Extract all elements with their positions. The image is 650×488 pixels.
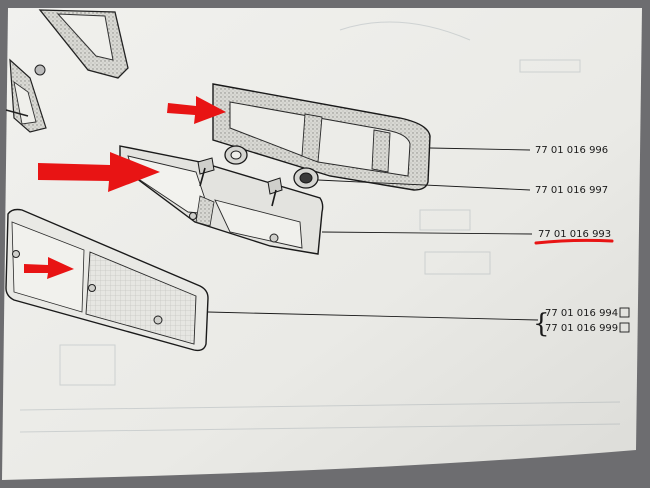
part-number-lens-a: 77 01 016 994 <box>545 308 618 319</box>
highlight-underline <box>534 238 614 245</box>
red-arrow-icon <box>24 257 74 279</box>
red-arrow-icon <box>167 96 226 124</box>
red-arrow-icon <box>38 152 160 192</box>
bracket-icon: { <box>533 309 550 339</box>
leader-lines <box>207 147 539 321</box>
paper-page <box>2 8 642 480</box>
nut-fasteners <box>197 145 319 207</box>
footnote-box-a <box>619 307 630 318</box>
bezel-frame <box>212 83 431 191</box>
faint-background-print <box>19 21 621 433</box>
footnote-box-b <box>619 322 630 333</box>
part-number-lamp-body: 77 01 016 993 <box>538 229 611 240</box>
part-number-nut: 77 01 016 997 <box>535 185 608 196</box>
part-number-lens-b: 77 01 016 999 <box>545 323 618 334</box>
part-number-bezel: 77 01 016 996 <box>535 145 608 156</box>
partial-bezel-top-left <box>5 9 129 133</box>
